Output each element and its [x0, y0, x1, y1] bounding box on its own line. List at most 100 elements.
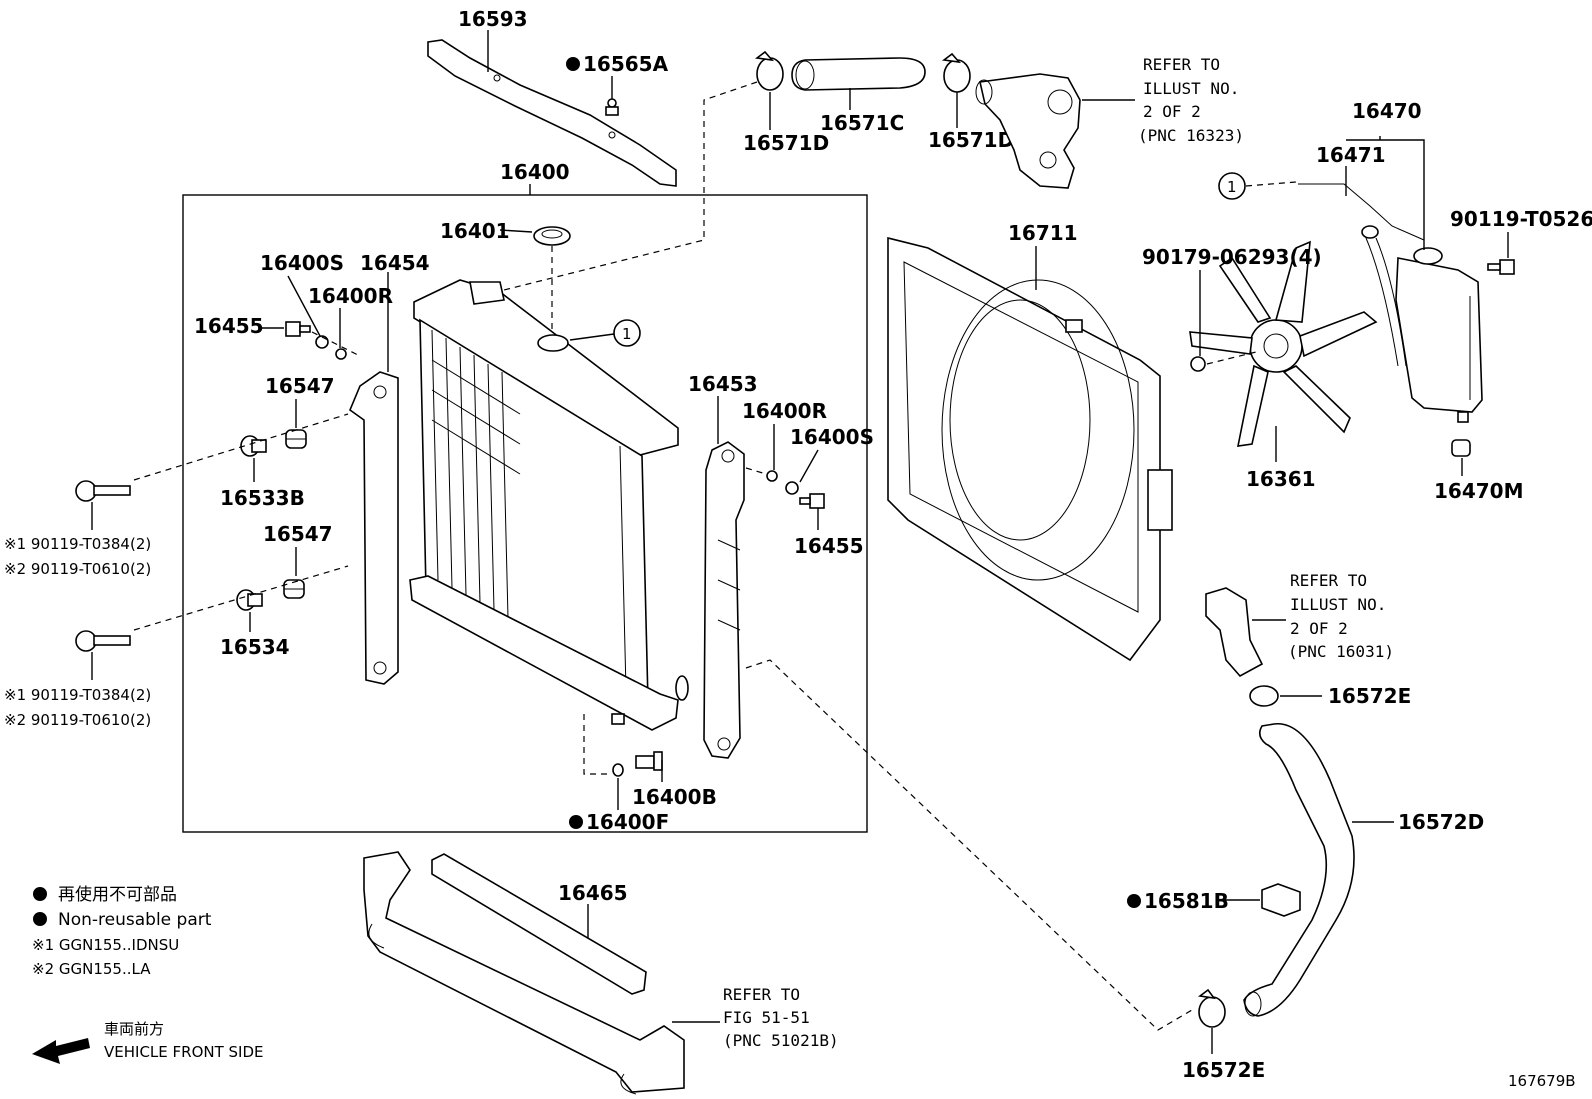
- label-16400: 16400: [500, 160, 570, 184]
- drain-plug-16400b[interactable]: [635, 751, 663, 771]
- label-16400b: 16400B: [632, 785, 717, 809]
- ref-inlet-l2: ILLUST NO.: [1290, 595, 1386, 614]
- label-90179-06293: 90179-06293(4): [1142, 245, 1322, 269]
- label-16593: 16593: [458, 7, 528, 31]
- water-inlet[interactable]: [1205, 587, 1264, 678]
- label-16400s-left: 16400S: [260, 251, 344, 275]
- label-16401: 16401: [440, 219, 510, 243]
- thermostat-housing[interactable]: [975, 73, 1081, 189]
- gasket-16400f[interactable]: [612, 763, 624, 777]
- label-16470m: 16470M: [1434, 479, 1523, 503]
- svg-text:1: 1: [622, 325, 632, 343]
- nonreusable-dot-16581b: [1127, 894, 1141, 908]
- label-16571d-left: 16571D: [743, 131, 829, 155]
- legend-note1: ※1 GGN155..IDNSU: [32, 936, 179, 954]
- label-16581b: 16581B: [1144, 889, 1229, 913]
- clip-16581b[interactable]: [1261, 883, 1301, 917]
- label-16455-left: 16455: [194, 314, 264, 338]
- circle-marker-1-radiator: [613, 319, 641, 347]
- ref-thermo-l3: 2 OF 2: [1143, 102, 1201, 121]
- label-16571d-right: 16571D: [928, 128, 1014, 152]
- legend-nonreusable-jp: 再使用不可部品: [58, 884, 177, 905]
- label-16400f: 16400F: [586, 810, 669, 834]
- label-16572e-bottom: 16572E: [1182, 1058, 1265, 1082]
- label-16465: 16465: [558, 881, 628, 905]
- fan-shroud-16711[interactable]: [887, 236, 1173, 662]
- clamp-16571d-left[interactable]: [754, 50, 784, 91]
- label-16565a: 16565A: [583, 52, 669, 76]
- bolt-upper-note1: ※1 90119-T0384(2): [4, 535, 151, 553]
- label-16571c: 16571C: [820, 111, 904, 135]
- clamp-16572e-top[interactable]: [1249, 685, 1279, 707]
- washer-16400r-right[interactable]: [766, 470, 778, 482]
- overflow-hose-16471[interactable]: [1298, 183, 1425, 367]
- seal-16465[interactable]: [431, 853, 647, 995]
- ref-thermo-l4: (PNC 16323): [1138, 126, 1244, 145]
- bolt-upper-note2: ※2 90119-T0610(2): [4, 560, 151, 578]
- bolt-lower-note2: ※2 90119-T0610(2): [4, 711, 151, 729]
- radiator-assembly-box: [182, 194, 868, 833]
- ref-inlet-l4: (PNC 16031): [1288, 642, 1394, 661]
- ref-fig-l2: FIG 51-51: [723, 1008, 810, 1027]
- legend-dot-en: [33, 912, 47, 926]
- ref-thermo-l1: REFER TO: [1143, 55, 1220, 74]
- label-90119-t0526: 90119-T0526(2): [1450, 207, 1592, 231]
- screw-16400s-left[interactable]: [315, 335, 329, 349]
- fan-16361[interactable]: [1189, 240, 1378, 447]
- circle-marker-1-hose: [1218, 172, 1246, 200]
- ref-inlet-l1: REFER TO: [1290, 571, 1367, 590]
- label-16361: 16361: [1246, 467, 1316, 491]
- label-16454: 16454: [360, 251, 430, 275]
- side-support-16453[interactable]: [703, 441, 745, 759]
- front-arrow-icon: [32, 1038, 90, 1064]
- bolt-16455-right[interactable]: [799, 493, 825, 509]
- label-16400s-right: 16400S: [790, 425, 874, 449]
- ref-thermo-l2: ILLUST NO.: [1143, 79, 1239, 98]
- label-16534: 16534: [220, 635, 290, 659]
- legend-dot-jp: [33, 887, 47, 901]
- side-support-16454[interactable]: [349, 371, 399, 685]
- bushing-16533b[interactable]: [240, 435, 267, 457]
- clip-16565a[interactable]: [605, 76, 619, 116]
- nut-90179-06293[interactable]: [1190, 356, 1206, 372]
- bolt-90119-t0526[interactable]: [1487, 259, 1515, 275]
- label-16547-top: 16547: [265, 374, 335, 398]
- filler-neck: [537, 334, 569, 352]
- ref-fig-l1: REFER TO: [723, 985, 800, 1004]
- ref-inlet-l3: 2 OF 2: [1290, 619, 1348, 638]
- radiator-cap-16401[interactable]: [533, 226, 571, 246]
- legend-front-jp: 車両前方: [104, 1020, 164, 1038]
- bushing-16534[interactable]: [236, 589, 263, 611]
- bolt-upper-left[interactable]: [75, 480, 131, 502]
- bolt-16455-left[interactable]: [285, 321, 311, 337]
- cap-16470m[interactable]: [1451, 439, 1471, 457]
- svg-text:1: 1: [1227, 178, 1237, 196]
- lower-support-bracket: [363, 851, 685, 1095]
- label-16455-right: 16455: [794, 534, 864, 558]
- label-16453: 16453: [688, 372, 758, 396]
- bolt-lower-note1: ※1 90119-T0384(2): [4, 686, 151, 704]
- legend-front-en: VEHICLE FRONT SIDE: [104, 1043, 264, 1061]
- ref-fig-l3: (PNC 51021B): [723, 1031, 839, 1050]
- reservoir-16470[interactable]: [1395, 247, 1483, 423]
- screw-16400s-right[interactable]: [785, 481, 799, 495]
- radiator-core-16400[interactable]: [409, 279, 689, 731]
- nonreusable-dot-16565a: [566, 57, 580, 71]
- bolt-lower-left[interactable]: [75, 630, 131, 652]
- lower-hose-16572d[interactable]: [1243, 723, 1355, 1017]
- diagram-id: 167679B: [1508, 1072, 1576, 1090]
- legend-note2: ※2 GGN155..LA: [32, 960, 151, 978]
- legend-nonreusable-en: Non-reusable part: [58, 910, 212, 930]
- washer-16400r-left[interactable]: [335, 348, 347, 360]
- upper-seal-16593[interactable]: [427, 39, 677, 187]
- clamp-16571d-right[interactable]: [941, 52, 971, 93]
- nonreusable-dot-16400f: [569, 815, 583, 829]
- cushion-16547-bottom[interactable]: [283, 579, 305, 599]
- label-16400r-right: 16400R: [742, 399, 827, 423]
- label-16533b: 16533B: [220, 486, 305, 510]
- upper-hose-16571c[interactable]: [791, 57, 926, 91]
- label-16711: 16711: [1008, 221, 1078, 245]
- cushion-16547-top[interactable]: [285, 429, 307, 449]
- clamp-16572e-bottom[interactable]: [1197, 988, 1226, 1028]
